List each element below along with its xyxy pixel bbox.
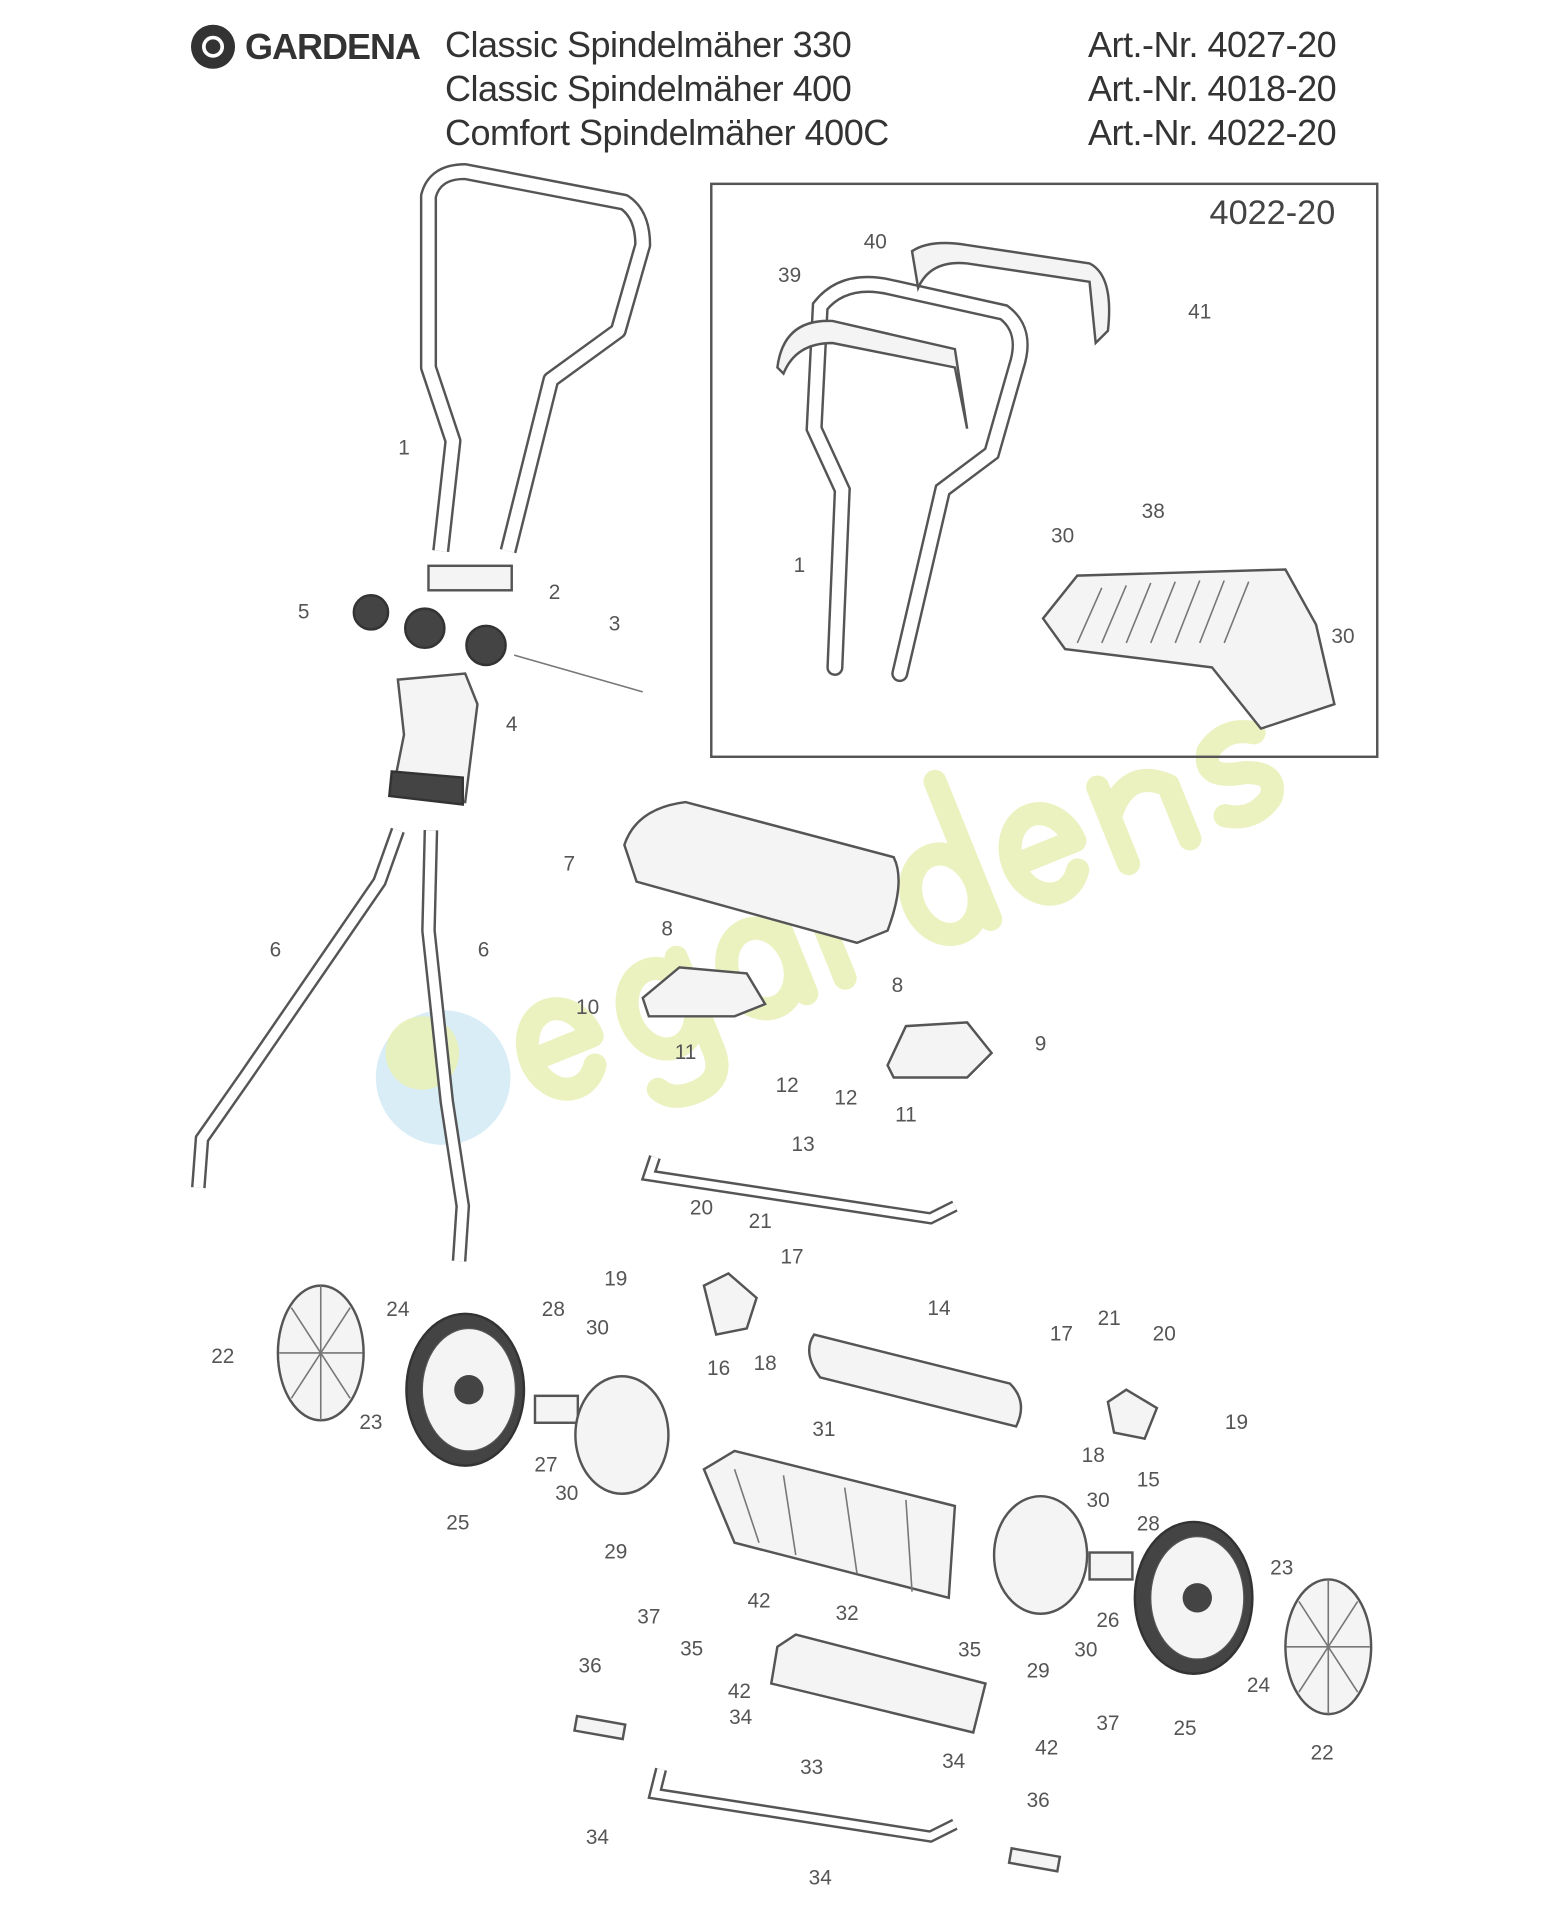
callout-35: 35 [958, 1639, 981, 1662]
callout-21: 21 [1098, 1307, 1121, 1330]
callout-27: 27 [534, 1454, 557, 1477]
model-name-3: Comfort Spindelmäher 400C [445, 112, 889, 153]
inset-title: 4022-20 [1210, 194, 1336, 232]
art-nr-3: Art.-Nr. 4022-20 [1088, 112, 1337, 153]
callout-16: 16 [707, 1357, 730, 1380]
callout-25: 25 [1173, 1717, 1196, 1740]
callout-29: 29 [604, 1541, 627, 1564]
model-name-2: Classic Spindelmäher 400 [445, 68, 852, 109]
callout-31: 31 [812, 1418, 835, 1441]
callout-17: 17 [1050, 1323, 1073, 1346]
callout-37: 37 [637, 1606, 660, 1629]
callout-12: 12 [776, 1074, 799, 1097]
gardena-logo-icon [190, 24, 236, 69]
main-handle [190, 163, 652, 1262]
art-nr-1: Art.-Nr. 4027-20 [1088, 24, 1337, 65]
callout-15: 15 [1137, 1468, 1160, 1491]
callout-3: 3 [609, 613, 621, 636]
callout-30: 30 [555, 1482, 578, 1505]
callout-33: 33 [800, 1756, 823, 1779]
callout-38: 38 [1142, 500, 1165, 523]
callout-13: 13 [792, 1133, 815, 1156]
callout-2: 2 [549, 581, 561, 604]
wheels [276, 1284, 1373, 1716]
callout-39: 39 [778, 264, 801, 287]
callout-40: 40 [864, 231, 887, 254]
callout-12: 12 [834, 1086, 857, 1109]
callout-8: 8 [661, 918, 673, 941]
callout-37: 37 [1096, 1712, 1119, 1735]
callout-18: 18 [754, 1352, 777, 1375]
art-nr-2: Art.-Nr. 4018-20 [1088, 68, 1337, 109]
callout-41: 41 [1188, 301, 1211, 324]
callout-21: 21 [749, 1210, 772, 1233]
callout-25: 25 [446, 1511, 469, 1534]
callout-4: 4 [506, 713, 518, 736]
callout-22: 22 [211, 1345, 234, 1368]
callout-19: 19 [604, 1268, 627, 1291]
callout-35: 35 [680, 1637, 703, 1660]
callout-26: 26 [1096, 1609, 1119, 1632]
callout-28: 28 [1137, 1512, 1160, 1535]
callout-42: 42 [1035, 1737, 1058, 1760]
callout-36: 36 [579, 1654, 602, 1677]
callout-34: 34 [729, 1706, 752, 1729]
callout-30: 30 [1331, 625, 1354, 648]
callout-36: 36 [1027, 1789, 1050, 1812]
callout-23: 23 [359, 1411, 382, 1434]
callout-30: 30 [1051, 525, 1074, 548]
callout-30: 30 [1087, 1489, 1110, 1512]
callout-32: 32 [836, 1602, 859, 1625]
callout-30: 30 [586, 1317, 609, 1340]
callout-1: 1 [794, 554, 806, 577]
callout-34: 34 [586, 1826, 609, 1849]
callout-20: 20 [690, 1197, 713, 1220]
inset-handle [776, 241, 1336, 731]
callout-5: 5 [298, 600, 310, 623]
callout-8: 8 [892, 974, 904, 997]
callout-20: 20 [1153, 1323, 1176, 1346]
model-name-1: Classic Spindelmäher 330 [445, 24, 852, 65]
callout-34: 34 [942, 1750, 965, 1773]
gardena-logo-text: GARDENA [245, 26, 421, 67]
callout-29: 29 [1027, 1659, 1050, 1682]
callout-24: 24 [1247, 1674, 1270, 1697]
callout-14: 14 [927, 1297, 950, 1320]
watermark-lettering-image [515, 720, 1284, 1108]
callout-18: 18 [1082, 1444, 1105, 1467]
callout-28: 28 [542, 1298, 565, 1321]
callout-24: 24 [386, 1298, 409, 1321]
callout-10: 10 [576, 996, 599, 1019]
callout-11: 11 [895, 1104, 917, 1127]
callout-30: 30 [1074, 1639, 1097, 1662]
callout-1: 1 [398, 436, 410, 459]
callout-17: 17 [780, 1246, 803, 1269]
callout-6: 6 [478, 938, 490, 961]
callout-19: 19 [1225, 1411, 1248, 1434]
callout-11: 11 [675, 1041, 697, 1064]
callout-42: 42 [728, 1680, 751, 1703]
callout-42: 42 [747, 1590, 770, 1613]
callout-34: 34 [809, 1866, 832, 1889]
mower-body-parts [573, 800, 1159, 1873]
callout-6: 6 [270, 938, 282, 961]
callout-7: 7 [563, 853, 575, 876]
callout-22: 22 [1311, 1741, 1334, 1764]
inset-frame [710, 182, 1379, 759]
callout-23: 23 [1270, 1557, 1293, 1580]
callout-9: 9 [1035, 1033, 1047, 1056]
